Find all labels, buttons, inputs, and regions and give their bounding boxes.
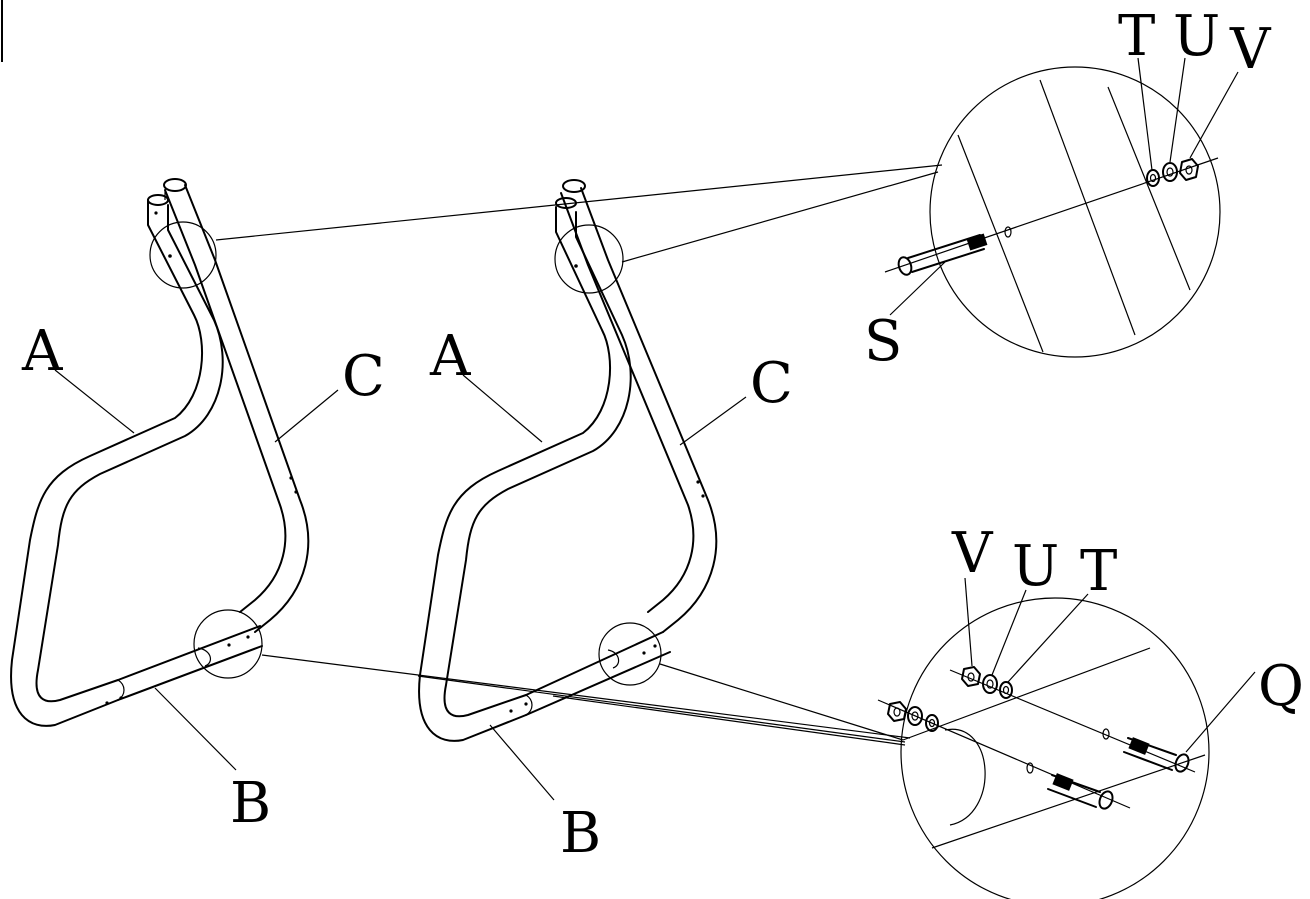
detail-bottom-bolt-lower <box>1047 773 1114 810</box>
detail-top-nut <box>1179 158 1199 181</box>
detail-top-circle <box>929 66 1221 358</box>
detail-top: S T U V <box>864 4 1272 374</box>
detail-top-hole <box>1004 226 1012 238</box>
detail-top-leader-t <box>1137 57 1153 171</box>
detail-bottom-nut-lower <box>887 701 907 722</box>
detail-top-washer <box>1146 169 1160 187</box>
frame-right-tube-b <box>509 631 671 716</box>
detail-bottom: V U T Q <box>877 521 1304 899</box>
frame-right-leader-a <box>462 374 543 443</box>
frame-left-tube-c <box>154 178 310 633</box>
detail-bottom-label-q: Q <box>1258 654 1304 719</box>
detail-top-leader-v <box>1189 71 1239 159</box>
detail-bottom-spring-washer-lower <box>907 706 923 726</box>
frame-left-label-b: B <box>230 771 271 836</box>
frame-left-bottom-callout-circle <box>193 609 263 679</box>
frame-right-top-callout-circle <box>554 224 624 294</box>
frame-left: A C B <box>10 178 385 836</box>
detail-bottom-nut-upper <box>961 666 981 687</box>
detail-top-leader-s <box>889 261 946 316</box>
detail-bottom-leader-v <box>964 577 973 667</box>
frame-right-label-c: C <box>750 351 793 416</box>
frame-right-bottom-callout-circle <box>598 622 662 686</box>
detail-bottom-bolt-upper <box>1123 737 1190 773</box>
detail-connector-lines <box>215 164 943 746</box>
detail-bottom-leader-q <box>1185 671 1256 753</box>
frame-left-label-a: A <box>21 319 63 384</box>
frame-right: A C B <box>418 179 793 866</box>
frame-right-tube-c <box>560 179 718 633</box>
detail-bottom-spring-washer-upper <box>982 674 998 694</box>
detail-bottom-leader-u <box>991 589 1027 676</box>
frame-left-leader-a <box>54 369 135 434</box>
detail-bottom-circle <box>900 597 1210 899</box>
detail-top-spring-washer <box>1162 162 1178 182</box>
detail-top-label-t: T <box>1118 4 1155 69</box>
detail-bottom-leader-t <box>1007 593 1089 683</box>
detail-top-label-s: S <box>864 309 902 374</box>
detail-bottom-washer-lower <box>925 714 939 732</box>
detail-bottom-axis-lower <box>877 699 1131 809</box>
frame-right-leader-b <box>489 724 555 801</box>
frame-right-label-a: A <box>429 324 471 389</box>
frame-right-label-b: B <box>560 801 601 866</box>
detail-bottom-washer-upper <box>999 681 1013 699</box>
detail-bottom-hole-lower <box>1026 762 1034 774</box>
frame-right-leader-c <box>679 396 747 446</box>
detail-bottom-hole-upper <box>1102 728 1110 740</box>
detail-top-label-v: V <box>1229 17 1272 82</box>
detail-top-bolt <box>897 233 988 276</box>
detail-top-label-u: U <box>1173 4 1220 69</box>
frame-left-leader-c <box>274 389 339 443</box>
frame-left-top-callout-circle <box>149 221 217 289</box>
detail-bottom-label-t: T <box>1080 539 1117 604</box>
detail-top-leader-u <box>1169 57 1186 163</box>
detail-top-axis <box>884 157 1219 273</box>
detail-bottom-label-v: V <box>951 521 994 586</box>
frame-left-label-c: C <box>342 344 385 409</box>
detail-bottom-tube-end <box>944 728 986 826</box>
detail-bottom-axis-upper <box>949 669 1196 773</box>
frame-left-tube-b <box>105 625 263 705</box>
frame-left-leader-b <box>154 687 237 771</box>
frame-left-tube-a <box>10 194 224 727</box>
detail-bottom-label-u: U <box>1012 534 1059 599</box>
